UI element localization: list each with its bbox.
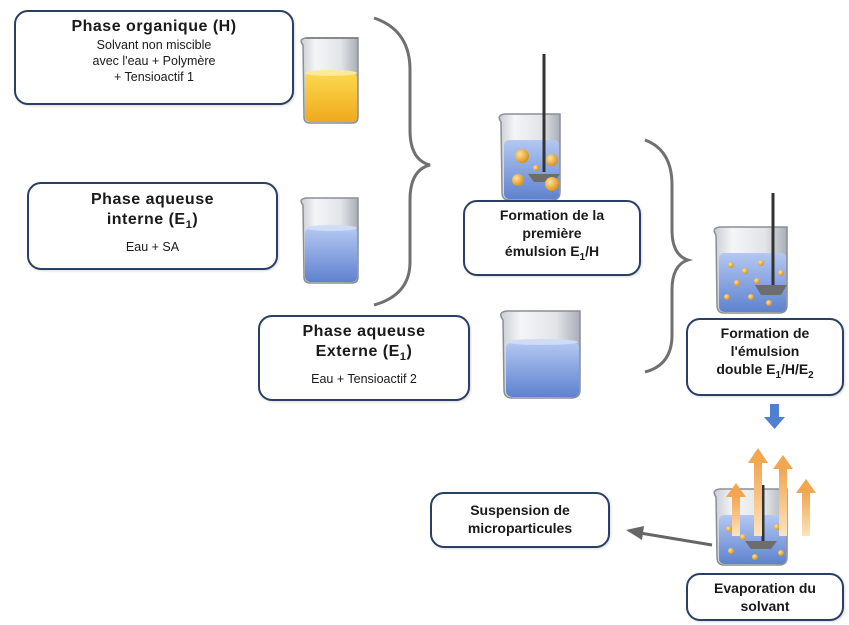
external-phase-title-line2: Externe (E1) — [315, 343, 413, 364]
double-emulsion-beaker — [713, 193, 788, 314]
organic-phase-box: Phase organique (H) Solvant non miscible… — [14, 10, 294, 105]
down-arrow — [764, 404, 785, 429]
first-emulsion-beaker — [498, 54, 561, 201]
internal-phase-box: Phase aqueuse interne (E1) Eau + SA — [27, 182, 278, 270]
organic-phase-line3: + Tensioactif 1 — [113, 70, 195, 84]
first-emulsion-line3: émulsion E1/H — [504, 243, 600, 263]
left-brace — [373, 16, 431, 307]
external-phase-content: Eau + Tensioactif 2 — [311, 372, 417, 387]
double-emulsion-line3: double E1/H/E2 — [716, 361, 814, 381]
suspension-line1: Suspension de — [470, 502, 570, 518]
internal-phase-content: Eau + SA — [125, 240, 180, 255]
double-emulsion-line1: Formation de — [720, 325, 810, 341]
arrow-to-suspension — [626, 526, 713, 547]
first-emulsion-line2: première — [522, 225, 582, 241]
external-phase-beaker — [500, 310, 581, 399]
first-emulsion-box: Formation de la première émulsion E1/H — [463, 200, 641, 276]
right-brace — [644, 138, 694, 374]
double-emulsion-box: Formation de l'émulsion double E1/H/E2 — [686, 318, 844, 396]
evaporation-line2: solvant — [740, 598, 790, 614]
evaporation-beaker — [713, 485, 788, 566]
organic-phase-line2: avec l'eau + Polymère — [92, 54, 216, 68]
internal-phase-beaker — [300, 197, 359, 284]
internal-phase-title-line1: Phase aqueuse — [91, 191, 214, 208]
organic-phase-line1: Solvant non miscible — [96, 38, 212, 52]
first-emulsion-line1: Formation de la — [499, 207, 605, 223]
evaporation-arrows — [726, 448, 816, 536]
external-phase-title-line1: Phase aqueuse — [302, 323, 426, 340]
suspension-line2: microparticules — [467, 520, 573, 536]
evaporation-box: Evaporation du solvant — [686, 573, 844, 621]
internal-phase-title-line2: interne (E1) — [106, 211, 199, 232]
double-emulsion-line2: l'émulsion — [730, 343, 800, 359]
organic-phase-title: Phase organique (H) — [71, 18, 237, 35]
evaporation-line1: Evaporation du — [714, 580, 816, 596]
organic-phase-beaker — [300, 37, 359, 124]
external-phase-box: Phase aqueuse Externe (E1) Eau + Tensioa… — [258, 315, 470, 401]
suspension-box: Suspension de microparticules — [430, 492, 610, 548]
